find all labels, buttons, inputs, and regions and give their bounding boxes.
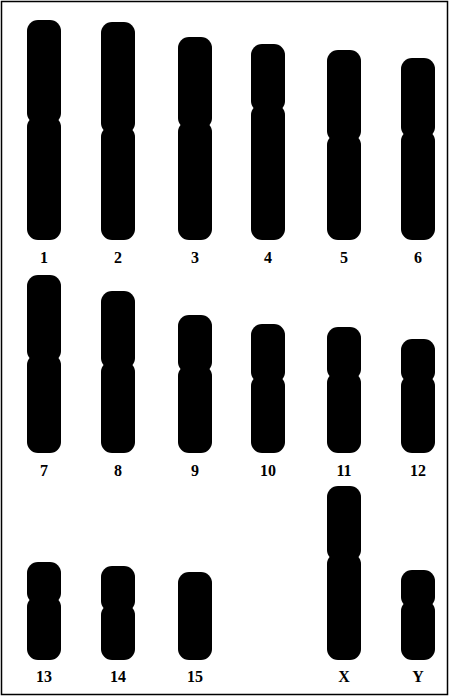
chromosome-number: 8 bbox=[94, 462, 142, 480]
chromosome-arm bbox=[401, 130, 435, 240]
chromosome-number: 15 bbox=[171, 668, 219, 686]
chromosome-number: 9 bbox=[171, 462, 219, 480]
centromere bbox=[33, 592, 55, 608]
chromosome-arm bbox=[327, 50, 361, 142]
chromosome-number: 6 bbox=[394, 249, 442, 267]
chromosome-arm bbox=[178, 365, 212, 453]
centromere bbox=[107, 122, 129, 138]
centromere bbox=[107, 357, 129, 373]
centromere bbox=[257, 100, 279, 116]
chromosome-arm bbox=[27, 354, 61, 453]
chromosome-arm bbox=[178, 37, 212, 129]
chromosome-arm bbox=[178, 121, 212, 240]
chromosome-arm bbox=[101, 361, 135, 453]
chromosome-number: 4 bbox=[244, 249, 292, 267]
chromosome-arm bbox=[27, 20, 61, 124]
chromosome-arm bbox=[27, 275, 61, 362]
chromosome-number: 3 bbox=[171, 249, 219, 267]
chromosome-number: Y bbox=[394, 668, 442, 686]
chromosome-arm bbox=[327, 553, 361, 660]
centromere bbox=[407, 596, 429, 612]
chromosome-arm bbox=[178, 572, 212, 660]
chromosome-number: 13 bbox=[20, 668, 68, 686]
chromosome-number: 1 bbox=[20, 249, 68, 267]
centromere bbox=[184, 361, 206, 377]
centromere bbox=[407, 371, 429, 387]
centromere bbox=[257, 371, 279, 387]
chromosome-number: X bbox=[320, 668, 368, 686]
chromosome-number: 5 bbox=[320, 249, 368, 267]
chromosome-arm bbox=[101, 22, 135, 134]
chromosome-number: 10 bbox=[244, 462, 292, 480]
centromere bbox=[33, 350, 55, 366]
centromere bbox=[107, 600, 129, 616]
chromosome-number: 7 bbox=[20, 462, 68, 480]
chromosome-arm bbox=[327, 134, 361, 240]
chromosome-arm bbox=[327, 372, 361, 453]
chromosome-number: 11 bbox=[320, 462, 368, 480]
chromosome-arm bbox=[27, 116, 61, 240]
chromosome-arm bbox=[251, 104, 285, 240]
centromere bbox=[333, 130, 355, 146]
chromosome-number: 14 bbox=[94, 668, 142, 686]
chromosomes bbox=[27, 20, 435, 660]
centromere bbox=[407, 126, 429, 142]
centromere bbox=[184, 117, 206, 133]
chromosome-number: 2 bbox=[94, 249, 142, 267]
chromosome-arm bbox=[101, 126, 135, 240]
centromere bbox=[333, 549, 355, 565]
centromere bbox=[33, 112, 55, 128]
centromere bbox=[333, 368, 355, 384]
chromosome-number: 12 bbox=[394, 462, 442, 480]
